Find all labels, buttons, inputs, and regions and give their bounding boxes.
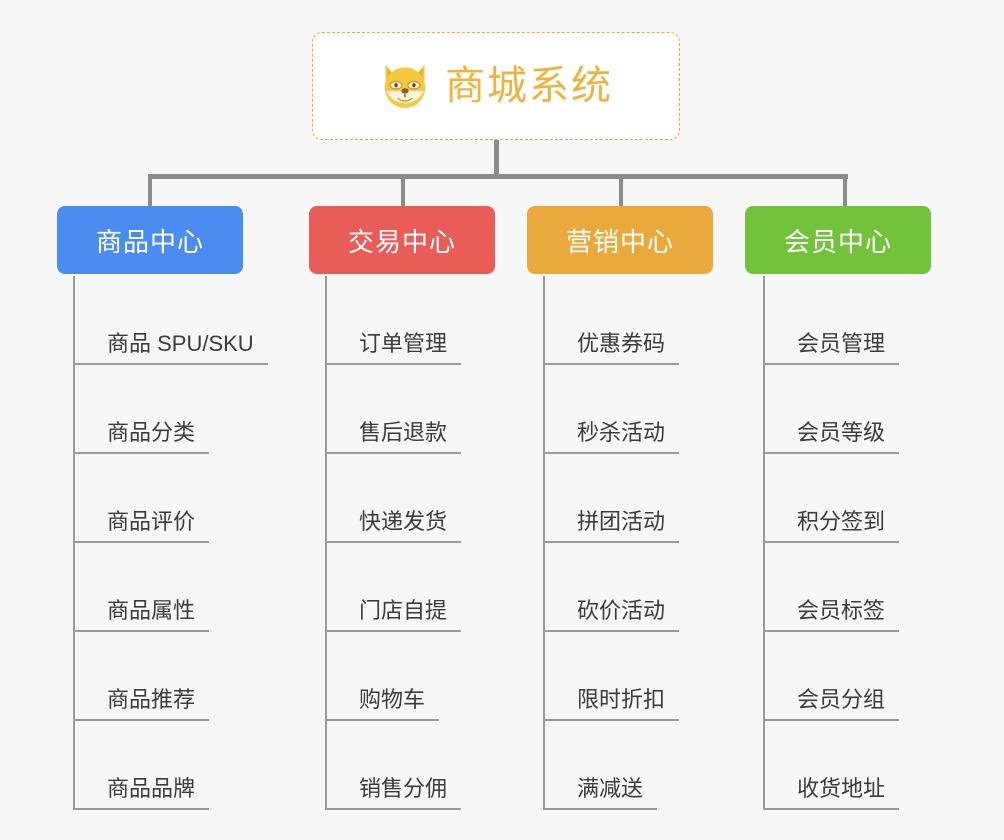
leaf-label: 订单管理 [325,330,462,365]
connector-drop-3 [619,174,623,208]
leaf-item[interactable]: 收货地址 [763,721,900,810]
leaf-item[interactable]: 商品 SPU/SKU [73,276,268,365]
leaf-item[interactable]: 销售分佣 [325,721,462,810]
leaf-label: 门店自提 [325,597,462,632]
leaf-item[interactable]: 商品评价 [73,454,268,543]
leaf-label: 会员分组 [763,686,900,721]
leaf-label: 砍价活动 [543,597,680,632]
leaf-label: 秒杀活动 [543,419,680,454]
category-header-2[interactable]: 交易中心 [309,206,495,274]
leaf-item[interactable]: 会员分组 [763,632,900,721]
column-spine [325,276,327,810]
root-title: 商城系统 [445,64,613,108]
column-spine [73,276,75,810]
leaf-item[interactable]: 满减送 [543,721,679,810]
category-header-3[interactable]: 营销中心 [527,206,713,274]
leaf-label: 商品分类 [73,419,210,454]
leaf-label: 商品属性 [73,597,210,632]
leaf-column-2: 订单管理 售后退款 快递发货 门店自提 购物车 销售分佣 [325,276,462,810]
leaf-item[interactable]: 会员等级 [763,365,900,454]
leaf-label: 商品 SPU/SKU [73,330,268,365]
connector-drop-2 [401,174,405,208]
connector-bus [148,174,848,179]
category-label: 商品中心 [95,226,204,257]
leaf-label: 会员标签 [763,597,900,632]
leaf-item[interactable]: 积分签到 [763,454,900,543]
leaf-column-4: 会员管理 会员等级 积分签到 会员标签 会员分组 收货地址 [763,276,900,810]
dog-face-icon [384,64,426,108]
leaf-label: 会员等级 [763,419,900,454]
leaf-item[interactable]: 快递发货 [325,454,462,543]
leaf-item[interactable]: 限时折扣 [543,632,680,721]
leaf-label: 积分签到 [763,508,900,543]
leaf-item[interactable]: 商品品牌 [73,721,268,810]
leaf-item[interactable]: 砍价活动 [543,543,680,632]
category-label: 营销中心 [565,226,674,257]
column-spine [763,276,765,810]
root-node[interactable]: 商城系统 [312,32,680,140]
leaf-item[interactable]: 购物车 [325,632,461,721]
leaf-item[interactable]: 秒杀活动 [543,365,680,454]
connector-drop-1 [148,174,152,208]
leaf-label: 限时折扣 [543,686,680,721]
leaf-label: 商品品牌 [73,775,210,810]
leaf-item[interactable]: 售后退款 [325,365,462,454]
leaf-label: 商品推荐 [73,686,210,721]
leaf-label: 优惠券码 [543,330,680,365]
leaf-label: 销售分佣 [325,775,462,810]
leaf-label: 拼团活动 [543,508,680,543]
connector-root-stem [494,140,499,178]
category-label: 会员中心 [783,226,892,257]
leaf-column-1: 商品 SPU/SKU 商品分类 商品评价 商品属性 商品推荐 商品品牌 [73,276,268,810]
leaf-item[interactable]: 门店自提 [325,543,462,632]
leaf-label: 购物车 [325,686,440,721]
leaf-item[interactable]: 优惠券码 [543,276,680,365]
leaf-label: 商品评价 [73,508,210,543]
leaf-label: 收货地址 [763,775,900,810]
category-header-1[interactable]: 商品中心 [57,206,243,274]
leaf-label: 会员管理 [763,330,900,365]
category-header-4[interactable]: 会员中心 [745,206,931,274]
leaf-item[interactable]: 商品属性 [73,543,268,632]
leaf-label: 快递发货 [325,508,462,543]
leaf-item[interactable]: 拼团活动 [543,454,680,543]
leaf-label: 满减送 [543,775,658,810]
leaf-item[interactable]: 会员管理 [763,276,900,365]
connector-drop-4 [843,174,847,208]
leaf-item[interactable]: 订单管理 [325,276,462,365]
leaf-item[interactable]: 商品推荐 [73,632,268,721]
column-spine [543,276,545,810]
category-label: 交易中心 [347,226,456,257]
leaf-column-3: 优惠券码 秒杀活动 拼团活动 砍价活动 限时折扣 满减送 [543,276,680,810]
leaf-item[interactable]: 商品分类 [73,365,268,454]
leaf-item[interactable]: 会员标签 [763,543,900,632]
leaf-label: 售后退款 [325,419,462,454]
